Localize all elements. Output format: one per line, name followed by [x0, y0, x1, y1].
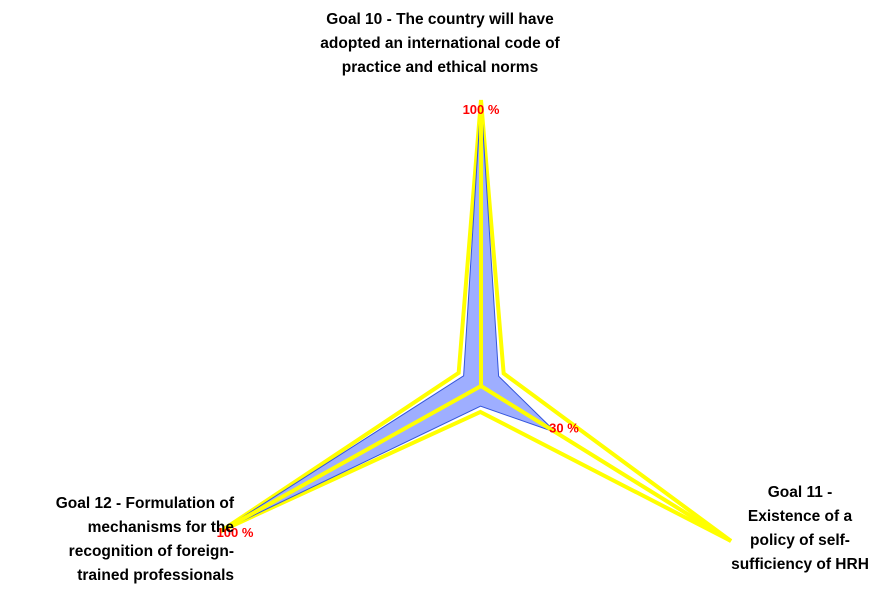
radar-spokes	[220, 100, 733, 543]
axis-label-line: recognition of foreign-	[68, 543, 234, 560]
axis-label-line: Goal 10 - The country will have	[326, 11, 554, 28]
axis-label-line: Goal 11 -	[767, 484, 833, 501]
axis-label-goal-10: Goal 10 - The country will have adopted …	[290, 8, 590, 80]
axis-label-line: Existence of a	[747, 508, 853, 525]
axis-label-line: adopted an international code of	[320, 35, 560, 52]
radar-series-area	[220, 99, 557, 532]
axis-label-line: policy of self-	[750, 532, 850, 549]
axis-label-line: sufficiency of HRH	[731, 556, 869, 573]
radar-grid	[219, 99, 733, 543]
radar-spoke	[479, 384, 733, 543]
axis-label-line: trained professionals	[77, 567, 234, 584]
axis-label-line: mechanisms for the	[87, 519, 234, 536]
radar-spoke	[220, 384, 482, 533]
axis-label-line: practice and ethical norms	[341, 59, 539, 76]
data-label: 100 %	[463, 102, 500, 117]
axis-label-line: Goal 12 - Formulation of	[55, 495, 234, 512]
axis-label-goal-12: Goal 12 - Formulation of mechanisms for …	[6, 492, 234, 588]
data-labels: 100 % 30 % 100 %	[217, 102, 580, 540]
axis-label-goal-11: Goal 11 - Existence of a policy of self-…	[720, 481, 880, 577]
data-label: 30 %	[549, 421, 579, 436]
radar-grid-outline	[219, 99, 733, 543]
radar-series	[220, 99, 557, 532]
data-label: 100 %	[217, 525, 254, 540]
